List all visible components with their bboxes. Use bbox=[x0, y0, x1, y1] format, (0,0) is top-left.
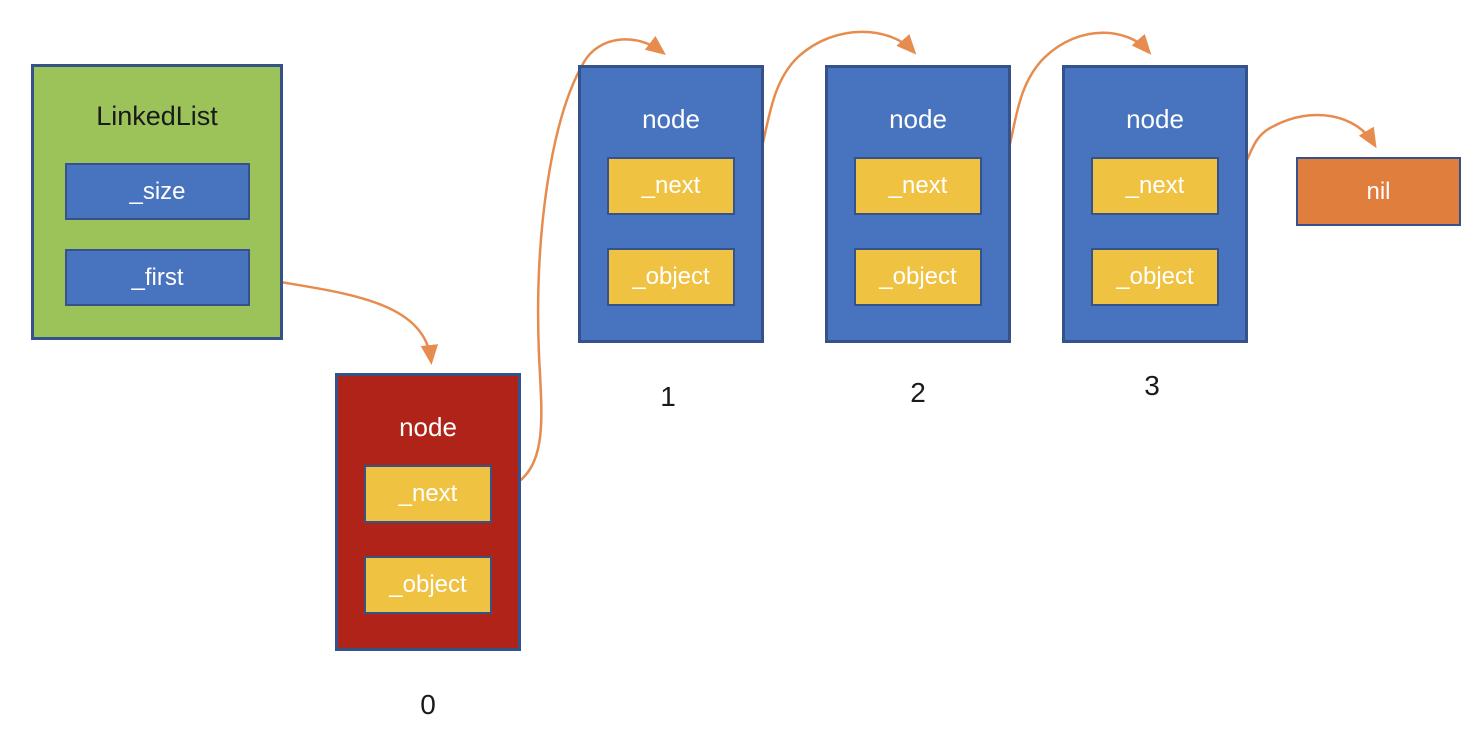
linkedlist-title: LinkedList bbox=[96, 101, 218, 131]
node-3-object-label: _object bbox=[1116, 263, 1194, 290]
node-3-next-label: _next bbox=[1125, 172, 1185, 199]
node-1-object-slot: _object bbox=[607, 248, 735, 306]
node-1-next-slot: _next bbox=[607, 157, 735, 215]
node-3-next-slot: _next bbox=[1091, 157, 1219, 215]
node-2-index-label: 2 bbox=[910, 377, 926, 408]
node-0-index-label: 0 bbox=[420, 689, 436, 720]
field-first-label: _first bbox=[131, 263, 184, 291]
node-1-index-label: 1 bbox=[660, 381, 676, 412]
node-0-next-slot: _next bbox=[364, 465, 492, 523]
node-3-index-label: 3 bbox=[1144, 370, 1160, 401]
node-0-box: node _next _object bbox=[335, 373, 521, 651]
node-2-object-slot: _object bbox=[854, 248, 982, 306]
linkedlist-field-size: _size bbox=[65, 163, 250, 220]
node-0-title: node bbox=[399, 412, 457, 442]
node-2-title: node bbox=[889, 104, 947, 134]
node-1-title: node bbox=[642, 104, 700, 134]
node-2-object-label: _object bbox=[879, 263, 957, 290]
node-3-object-slot: _object bbox=[1091, 248, 1219, 306]
node-2-box: node _next _object bbox=[825, 65, 1011, 343]
node-2-next-slot: _next bbox=[854, 157, 982, 215]
nil-label: nil bbox=[1366, 177, 1391, 205]
node-0-object-label: _object bbox=[389, 571, 467, 598]
node-0-object-slot: _object bbox=[364, 556, 492, 614]
linkedlist-field-first: _first bbox=[65, 249, 250, 306]
nil-box: nil bbox=[1296, 157, 1461, 226]
node-1-next-label: _next bbox=[641, 172, 701, 199]
node-2-next-label: _next bbox=[888, 172, 948, 199]
node-1-object-label: _object bbox=[632, 263, 710, 290]
node-3-box: node _next _object bbox=[1062, 65, 1248, 343]
field-size-label: _size bbox=[129, 177, 186, 205]
linkedlist-box: LinkedList _size _first bbox=[31, 64, 283, 340]
node-3-title: node bbox=[1126, 104, 1184, 134]
node-0-next-label: _next bbox=[398, 480, 458, 507]
node-1-box: node _next _object bbox=[578, 65, 764, 343]
